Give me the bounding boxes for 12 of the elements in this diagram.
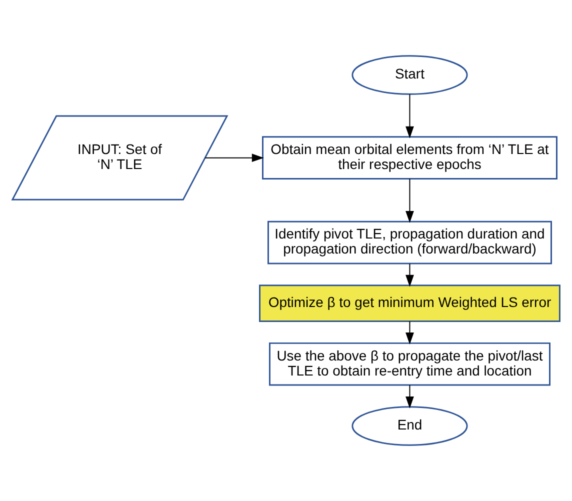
arrow [406,178,414,223]
arrow [406,384,414,408]
arrow [406,94,414,138]
node-ellipse: Start [352,55,468,95]
node-box: Use the above β to propagate the pivot/last TLE to obtain re-entry time and location [268,342,550,386]
node-box: Optimize β to get minimum Weighted LS error [259,284,560,322]
node-ellipse: End [352,406,468,446]
arrow [406,263,414,287]
arrow [204,154,264,162]
node-box: Identify pivot TLE, propagation duration and propagation direction (forward/backward) [267,220,552,264]
node-box: Obtain mean orbital elements from ‘N’ TLE at their respective epochs [262,136,558,180]
arrow [406,320,414,345]
